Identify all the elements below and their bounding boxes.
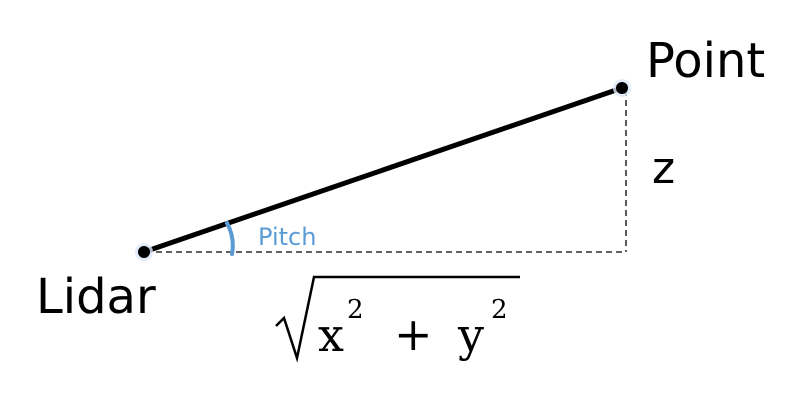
pitch-angle-arc (225, 221, 235, 256)
pitch-label: Pitch (258, 223, 316, 251)
formula-x-exponent: 2 (347, 295, 364, 325)
lidar-label: Lidar (36, 269, 156, 325)
formula-x: x (318, 308, 344, 362)
lidar-to-point-line (141, 85, 625, 255)
sqrt-radical-sign (275, 275, 520, 363)
formula-y: y (457, 308, 484, 362)
target-point (616, 82, 628, 94)
formula-y-exponent: 2 (491, 295, 508, 325)
z-label: z (652, 143, 675, 194)
point-label: Point (646, 33, 765, 89)
lidar-point (138, 246, 150, 258)
formula-plus: + (394, 307, 433, 361)
